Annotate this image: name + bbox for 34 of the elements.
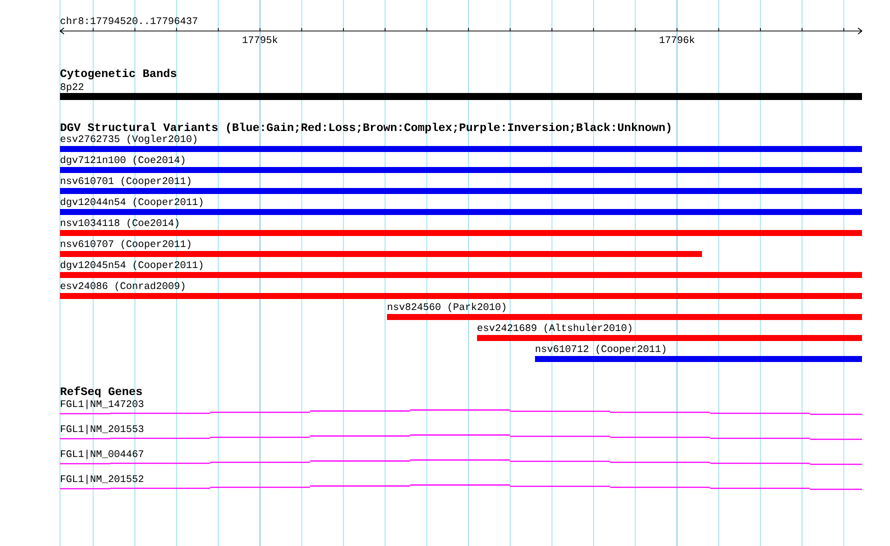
gene-track: FGL1|NM_004467	[59, 450, 863, 465]
variant-bar: nsv824560 (Park2010)	[387, 302, 862, 320]
track-title: RefSeq Genes	[60, 386, 142, 398]
tick-label: 17796k	[660, 36, 694, 44]
variant-bar: nsv1034118 (Coe2014)	[60, 218, 862, 236]
variant-bar: esv2421689 (Altshuler2010)	[477, 324, 862, 341]
node-label: esv2762735 (Vogler2010)	[60, 134, 196, 144]
node-label: dgv12045n54 (Cooper2011)	[60, 260, 202, 270]
node-label: nsv1034118 (Coe2014)	[60, 218, 178, 228]
tick-label: 17795k	[242, 36, 278, 44]
node-label: 8p22	[60, 83, 84, 92]
variant-bar: esv24086 (Conrad2009)	[60, 282, 862, 299]
gene-track: FGL1|NM_201552	[59, 474, 863, 490]
node-label: esv24086 (Conrad2009)	[60, 282, 184, 292]
variant-bar: dgv12044n54 (Cooper2011)	[60, 198, 862, 215]
position-label: chr8:17794520..17796437	[60, 16, 198, 24]
node-label: nsv610707 (Cooper2011)	[60, 240, 190, 250]
variant-bar: esv2762735 (Vogler2010)	[60, 134, 862, 152]
node-label: dgv7121n100 (Coe2014)	[60, 156, 184, 166]
variant-bar: dgv12045n54 (Cooper2011)	[60, 260, 862, 278]
cytoband-bar: 8p22	[60, 83, 862, 100]
gene-track: FGL1|NM_147203	[59, 400, 863, 415]
variant-bar: nsv610712 (Cooper2011)	[535, 344, 862, 362]
node-label: nsv610712 (Cooper2011)	[536, 344, 666, 354]
node-label: esv2421689 (Altshuler2010)	[478, 324, 632, 334]
track-title: Cytogenetic Bands	[60, 68, 176, 80]
node-label: nsv824560 (Park2010)	[388, 302, 506, 312]
node-label: nsv610701 (Cooper2011)	[60, 176, 190, 186]
gene-track: FGL1|NM_201553	[59, 424, 863, 440]
variant-bar: dgv7121n100 (Coe2014)	[60, 156, 862, 173]
variant-bar: nsv610701 (Cooper2011)	[60, 176, 862, 194]
variant-bar: nsv610707 (Cooper2011)	[60, 240, 702, 257]
track-title: DGV Structural Variants (Blue:Gain;Red:Loss;Brown:Complex;Purple:Inversion;Black:Unknown)	[60, 122, 670, 134]
node-label: dgv12044n54 (Cooper2011)	[60, 198, 202, 208]
